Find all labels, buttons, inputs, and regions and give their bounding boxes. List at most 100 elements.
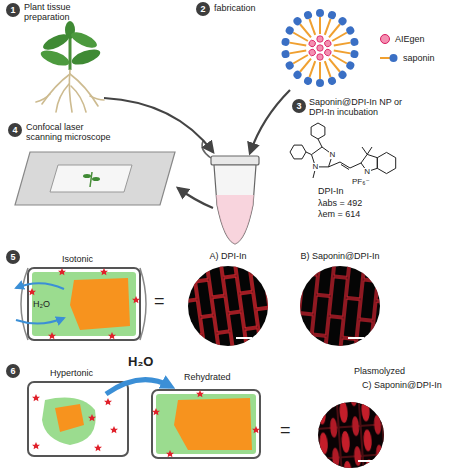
- plant-drawing: [36, 21, 104, 112]
- step-number: 5: [6, 250, 20, 264]
- micelle-drawing: [281, 46, 307, 58]
- micelle-drawing: [317, 45, 323, 51]
- image-heading: A) DPI-In: [209, 251, 246, 261]
- isotonic-cell: [21, 268, 28, 340]
- micelle-drawing: [323, 48, 332, 57]
- microscope-stage: [15, 152, 175, 205]
- atom-label: N: [329, 151, 337, 159]
- atom-label: N: [363, 168, 371, 176]
- plant-drawing: [69, 70, 72, 112]
- isotonic-cell: [16, 283, 64, 289]
- compound-name: DPI-In: [318, 186, 344, 196]
- micelle-drawing: [308, 48, 317, 57]
- rehydrated-cell: [152, 390, 260, 458]
- molecule-structure: [367, 147, 372, 154]
- step-number: 2: [196, 2, 210, 16]
- isotonic-cell: [32, 272, 136, 336]
- step-title: Confocal laser scanning microscope: [26, 122, 121, 143]
- isotonic-cell: [16, 318, 64, 324]
- hypertonic-cell: [104, 398, 112, 405]
- plant-drawing: [56, 84, 69, 112]
- micrograph-images: [236, 337, 252, 339]
- plant-drawing: [69, 34, 72, 70]
- plant-drawing: [90, 96, 104, 100]
- step-title: Plant tissue preparation: [24, 2, 90, 23]
- hypertonic-cell: [94, 444, 102, 451]
- saponin-symbol: [390, 54, 398, 62]
- plant-drawing: [70, 46, 102, 68]
- molecule-structure: [362, 147, 367, 154]
- hypertonic-cell: [110, 426, 118, 433]
- hypertonic-cell: [42, 398, 96, 445]
- micelle-drawing: [323, 39, 332, 48]
- micrograph-images: [316, 400, 386, 470]
- tube-drawing: [214, 165, 256, 244]
- micrograph-images: [298, 264, 382, 348]
- step-number: 6: [6, 364, 20, 378]
- micrograph-image: B) Saponin@DPI-In: [300, 266, 380, 346]
- saponin-symbol: [380, 57, 390, 59]
- step-number: 1: [6, 3, 20, 17]
- micelle-drawing: [316, 62, 324, 87]
- legend-text: AIEgen: [395, 34, 425, 44]
- image-heading: B) Saponin@DPI-In: [300, 251, 379, 261]
- image-heading: C) Saponin@DPI-In: [362, 380, 442, 390]
- legend-row: saponin: [380, 53, 435, 63]
- legend-swatch: [380, 34, 390, 44]
- tube-drawing: [216, 195, 254, 244]
- microscope-stage: [90, 172, 92, 187]
- rehydrated-cell: [156, 394, 256, 454]
- isotonic-cell: [48, 332, 56, 339]
- hypertonic-cell: [28, 382, 128, 456]
- micelle-drawing: [330, 52, 356, 71]
- legend-text: saponin: [403, 53, 435, 63]
- micelle-drawing: [292, 56, 314, 80]
- micelle-drawing: [317, 54, 323, 60]
- isotonic-cell: [28, 268, 140, 340]
- microscope-stage: [92, 177, 100, 181]
- hypertonic-cell: [32, 394, 40, 401]
- plant-drawing: [71, 86, 86, 112]
- micelle-drawing: [292, 16, 314, 40]
- tube-drawing: [202, 141, 259, 244]
- micelle-drawing: [303, 10, 319, 36]
- isotonic-cell: [132, 296, 140, 303]
- hypertonic-cell: [32, 442, 40, 449]
- flow-arrows: [178, 188, 213, 208]
- micelle-drawing: [326, 56, 348, 80]
- isotonic-cell: [100, 268, 108, 275]
- micelle-drawing: [321, 10, 337, 36]
- micelle-drawing: [326, 16, 348, 40]
- molecule-structure: [290, 123, 396, 178]
- molecule-structure: [318, 139, 322, 147]
- microscope-stage: [50, 165, 132, 192]
- flow-arrows: [104, 90, 290, 208]
- micelle-drawing: [303, 60, 319, 86]
- flow-arrows: [250, 90, 290, 153]
- hypertonic-cell: [28, 382, 128, 456]
- condition-label: Hypertonic: [50, 368, 93, 378]
- step-number-text: 6: [10, 367, 15, 376]
- micelle-drawing: [317, 36, 323, 42]
- micelle-drawing: [316, 9, 324, 34]
- step-number-text: 2: [200, 5, 205, 14]
- step-number-text: 5: [10, 253, 15, 262]
- molecule-structure: [311, 123, 325, 139]
- rehydrated-cell: [252, 426, 260, 433]
- micrograph-images: [348, 337, 364, 339]
- micrograph-images: [186, 264, 270, 348]
- microscope-stage: [83, 174, 91, 178]
- micelle-drawing: [284, 25, 310, 44]
- isotonic-cell: [58, 268, 66, 275]
- molecule-structure: [313, 170, 315, 178]
- step-title: fabrication: [214, 3, 256, 13]
- equals-sign: =: [154, 291, 165, 312]
- step-number: 4: [8, 123, 22, 137]
- plant-drawing: [36, 70, 104, 112]
- water-label: H₂O: [33, 299, 50, 309]
- legend-row: AIEgen: [380, 34, 435, 44]
- rehydrated-cell: [152, 390, 260, 458]
- molecule-structure: [290, 145, 306, 159]
